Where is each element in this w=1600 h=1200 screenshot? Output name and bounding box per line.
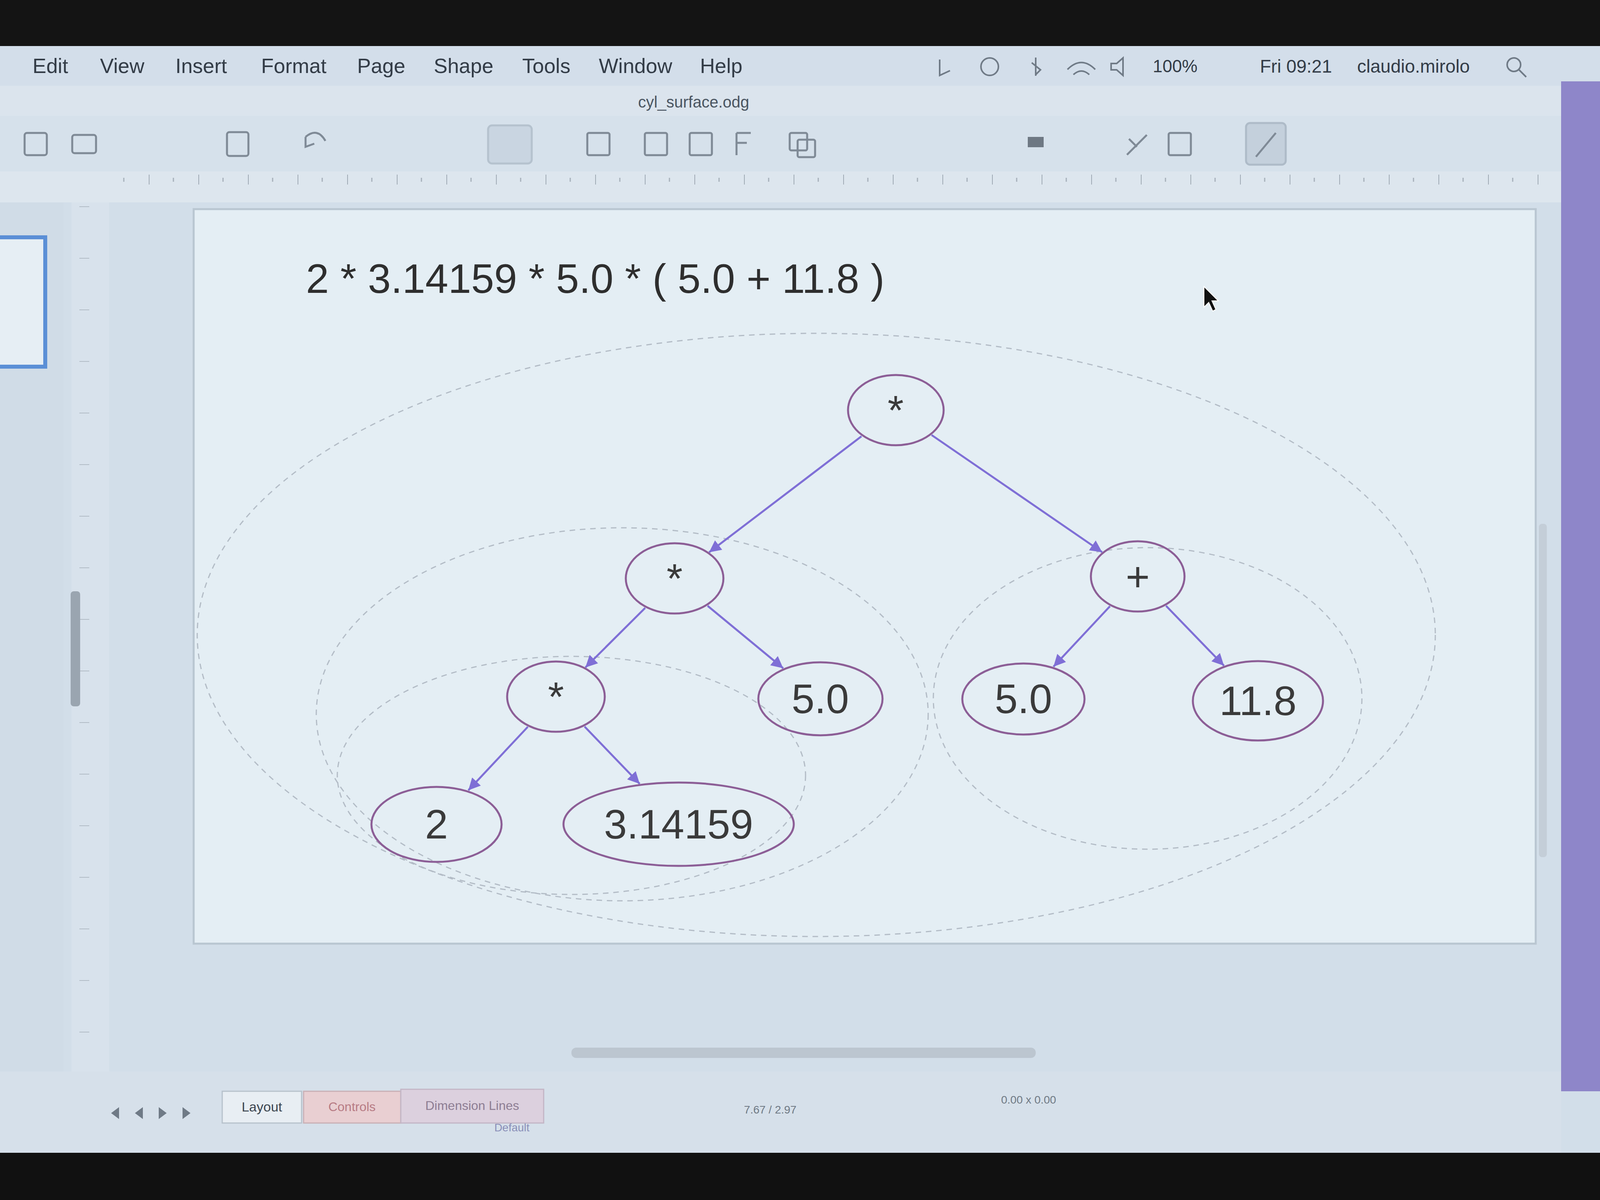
ellipse-outline: [507, 661, 605, 732]
node-value: 5.0: [791, 676, 850, 722]
tree-edge: [1053, 606, 1110, 667]
tree-edge: [584, 726, 640, 784]
node-text-group: 5.0: [791, 676, 850, 722]
node-text-group: 11.8: [1219, 678, 1297, 724]
status-text: 0.00 x 0.00: [1001, 1094, 1057, 1107]
dimension-lines-tab: [400, 1089, 544, 1124]
menu-item: Help: [700, 54, 743, 78]
mouse-cursor: [1203, 286, 1219, 312]
node-value: *: [548, 674, 564, 720]
node-value: *: [666, 555, 683, 602]
node-value: +: [1125, 553, 1150, 600]
slide-thumbnail: [0, 237, 46, 367]
ruler: [0, 171, 1562, 203]
group-outlines: [197, 333, 1436, 937]
ellipse-outline: [1192, 661, 1324, 741]
ellipse-outline: [563, 782, 794, 866]
menu-item: Shape: [433, 54, 494, 78]
tree-edge: [585, 607, 646, 668]
status-text: Layout: [241, 1099, 283, 1115]
ellipse-outline: [625, 543, 724, 614]
menu-item: Insert: [175, 54, 227, 78]
node-text-group: +: [1125, 553, 1150, 600]
ellipse-outline: [758, 662, 883, 736]
screen: [0, 46, 1600, 1154]
document-title-bar: [0, 85, 1562, 116]
layout-tab: [222, 1091, 302, 1124]
ellipse-outline: [371, 786, 502, 862]
node-text-group: 2: [425, 801, 449, 847]
menu-item: View: [100, 54, 145, 78]
status-text: 7.67 / 2.97: [744, 1103, 797, 1117]
status-text: Controls: [328, 1100, 376, 1114]
menu-item: 100%: [1152, 56, 1198, 76]
status-area: [0, 1071, 1562, 1154]
document-name: cyl_surface.odg: [638, 93, 750, 111]
expression-node: *: [846, 373, 945, 447]
ellipse-outline: [962, 663, 1085, 735]
node-text-group: *: [548, 674, 564, 720]
node-value: *: [887, 387, 904, 433]
expression-node: 11.8: [1191, 659, 1325, 742]
bezel-top: [0, 0, 1600, 47]
ellipse-outline: [1090, 541, 1185, 612]
tree-edge: [468, 726, 528, 791]
status-text: Default: [494, 1121, 530, 1135]
expression-node: +: [1089, 540, 1186, 613]
menu-item: Format: [261, 54, 327, 78]
node-value: 3.14159: [603, 801, 754, 847]
menu-bar: [0, 46, 1600, 86]
menu-item: Edit: [32, 54, 69, 78]
bezel-bottom: [0, 1152, 1600, 1200]
toolbar: [0, 115, 1562, 172]
status-text: Dimension Lines: [425, 1098, 520, 1113]
tree-edge: [707, 605, 783, 669]
node-text-group: 5.0: [994, 676, 1053, 722]
menu-item: claudio.mirolo: [1357, 56, 1470, 77]
ellipse-outline: [848, 375, 944, 446]
menu-item: Fri 09:21: [1259, 56, 1333, 77]
node-value: 2: [425, 801, 449, 847]
expression-node: *: [624, 542, 725, 615]
sidebar-strip: [1561, 81, 1600, 1092]
drawing-page: [193, 209, 1536, 944]
menu-item: Window: [598, 54, 673, 78]
page-navigation: [109, 1107, 194, 1120]
expression-node: *: [505, 660, 606, 733]
node-value: 11.8: [1219, 678, 1297, 724]
expression-node: 3.14159: [562, 781, 795, 868]
node-value: 5.0: [994, 676, 1053, 722]
controls-tab: [303, 1091, 401, 1124]
menu-item: Page: [357, 54, 406, 78]
node-text-group: *: [666, 555, 683, 602]
vertical-ruler-ticks: [79, 206, 104, 1060]
node-text-group: 3.14159: [603, 801, 754, 847]
expression-node: 2: [370, 785, 503, 864]
node-text-group: *: [887, 387, 904, 433]
toolbar-icons: [24, 123, 1286, 165]
tree-edge: [709, 436, 862, 553]
panel-splitter: [70, 591, 81, 707]
expression-title: 2 * 3.14159 * 5.0 * ( 5.0 + 11.8 ): [305, 255, 885, 302]
tree-edge: [1165, 605, 1224, 666]
vertical-scrollbar: [1538, 523, 1547, 858]
expression-node: 5.0: [757, 661, 884, 737]
ruler-ticks: [107, 171, 1560, 196]
expression-node: 5.0: [961, 662, 1086, 736]
tree-edge: [931, 434, 1103, 552]
menu-item: Tools: [522, 54, 571, 78]
horizontal-scrollbar: [571, 1047, 1036, 1058]
